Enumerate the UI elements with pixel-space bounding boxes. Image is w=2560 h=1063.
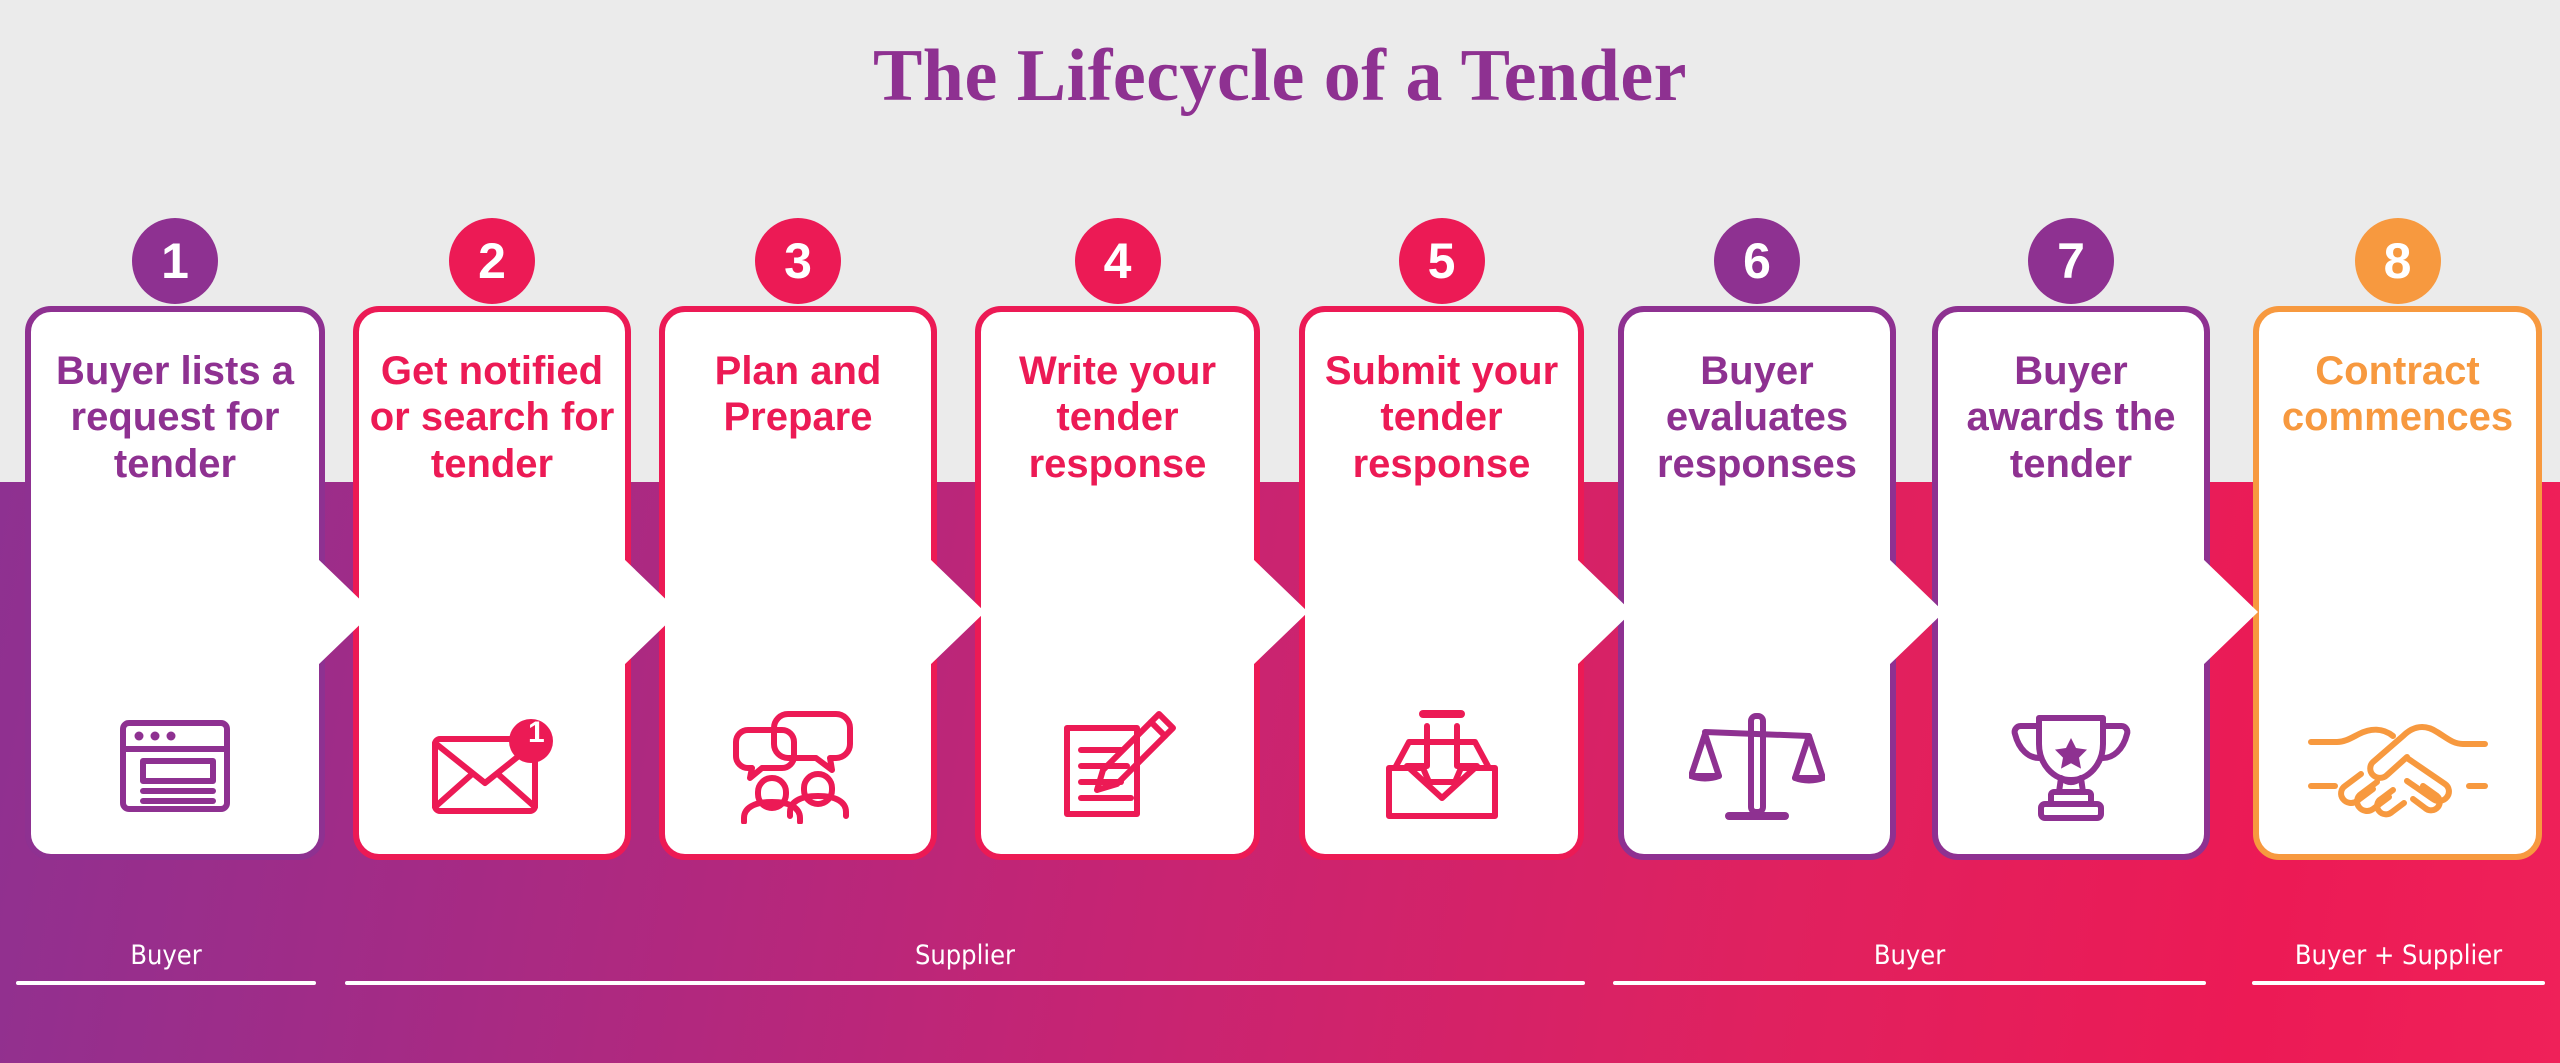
role-underline: [16, 981, 316, 985]
step-card-body: [353, 306, 631, 860]
role-group-3: Buyer: [1613, 942, 2206, 985]
step-number-badge: 7: [2028, 218, 2114, 304]
step-title: Submit your tender response: [1324, 349, 1559, 486]
role-label: Buyer: [130, 940, 202, 971]
inbox-tray-download-icon: [1299, 706, 1584, 826]
role-group-2: Supplier: [345, 942, 1585, 985]
role-underline: [1613, 981, 2206, 985]
step-number-badge: 3: [755, 218, 841, 304]
step-title: Buyer lists a request for tender: [56, 349, 294, 486]
step-number-badge: 1: [132, 218, 218, 304]
balance-scales-icon: [1618, 706, 1896, 826]
step-number-badge: 6: [1714, 218, 1800, 304]
role-group-4: Buyer + Supplier: [2252, 942, 2545, 985]
step-number-badge: 2: [449, 218, 535, 304]
handshake-icon: [2253, 706, 2542, 826]
envelope-unread-count: 1: [528, 716, 545, 749]
step-title: Get notified or search for tender: [369, 349, 615, 486]
trophy-star-icon: [1932, 706, 2210, 826]
step-card-body: [25, 306, 325, 860]
step-card-body: [659, 306, 937, 860]
role-label: Buyer + Supplier: [2294, 940, 2503, 971]
step-title: Write your tender response: [1018, 349, 1217, 486]
step-title: Buyer evaluates responses: [1656, 349, 1858, 486]
step-title: Plan and Prepare: [714, 349, 882, 440]
document-pencil-icon: [975, 706, 1260, 826]
step-number-badge: 5: [1398, 218, 1485, 304]
page-title: The Lifecycle of a Tender: [872, 35, 1688, 117]
browser-window-icon: [25, 706, 325, 826]
step-card-body: [1618, 306, 1896, 860]
people-speech-bubbles-icon: [659, 706, 937, 826]
step-number-badge: 8: [2354, 218, 2441, 304]
step-number-badge: 4: [1074, 218, 1161, 304]
role-label: Supplier: [914, 940, 1016, 971]
envelope-notification-icon: [353, 706, 631, 826]
role-label: Buyer: [1873, 940, 1946, 971]
role-underline: [2252, 981, 2545, 985]
role-group-1: Buyer: [16, 942, 316, 985]
step-title: Buyer awards the tender: [1966, 349, 2176, 486]
step-title: Contract commences: [2281, 349, 2514, 440]
role-underline: [345, 981, 1585, 985]
step-connector-arrow: [2202, 558, 2258, 666]
